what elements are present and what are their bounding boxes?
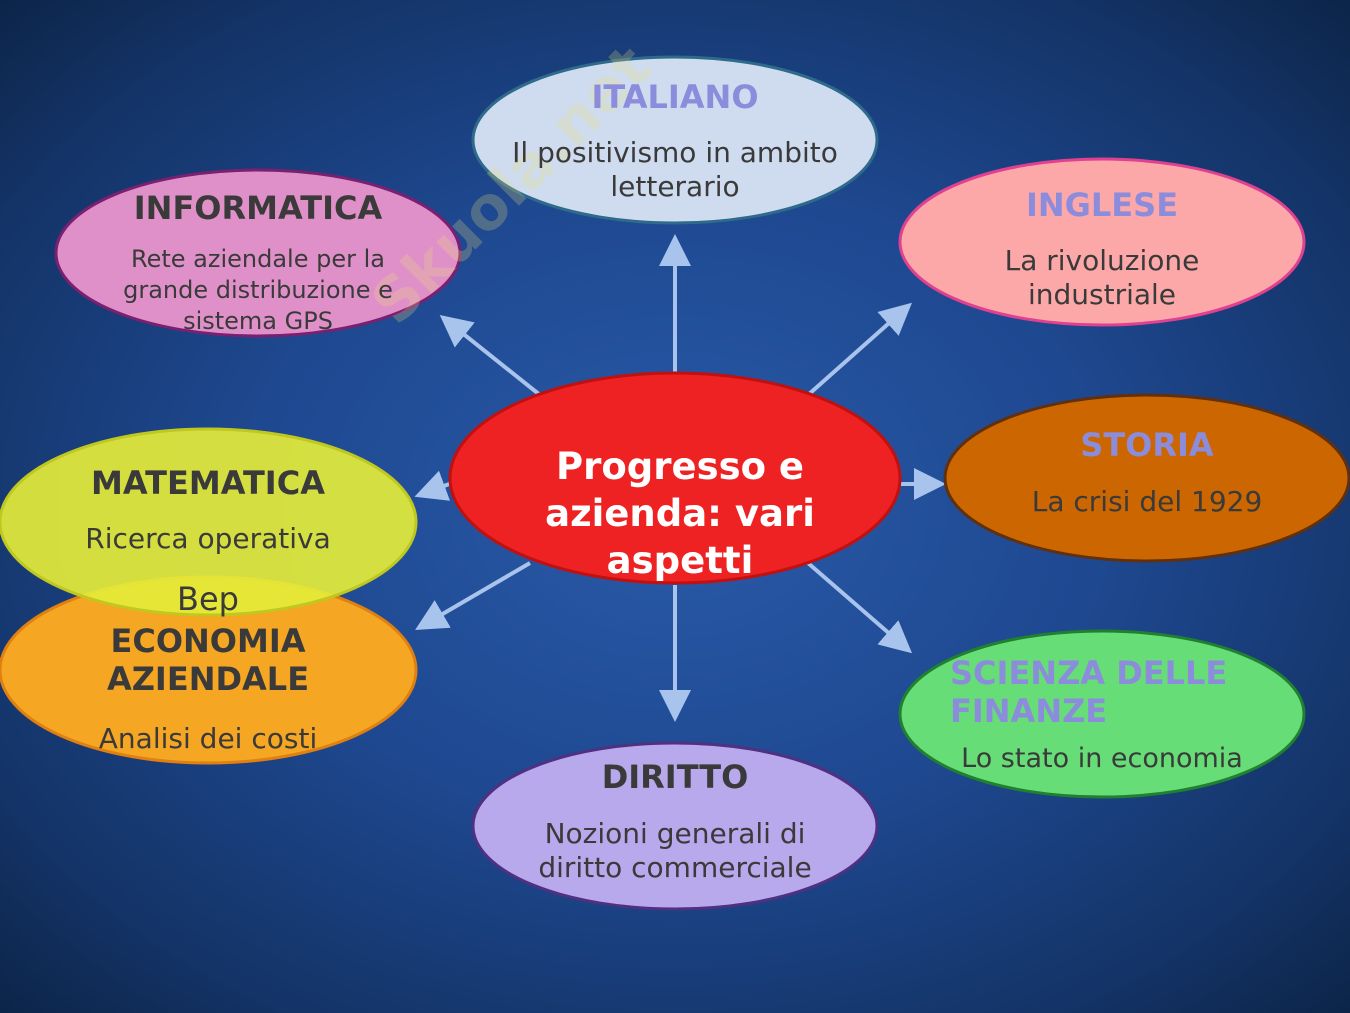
node-storia [943, 393, 1350, 563]
node-center [448, 371, 902, 585]
inglese-title: INGLESE [1025, 186, 1179, 224]
italiano-text: Il positivismo in ambito letterario [512, 136, 838, 203]
diritto-title: DIRITTO [601, 758, 749, 796]
storia-text: La crisi del 1929 [1031, 485, 1263, 518]
node-matematica [0, 427, 418, 617]
diritto-text: Nozioni generali di diritto commerciale [538, 817, 812, 884]
scienza-title: SCIENZA DELLE FINANZE [950, 654, 1228, 731]
arrow-scienza [806, 561, 913, 654]
matematica-title: MATEMATICA [91, 464, 325, 502]
matematica-extra: Bep [177, 580, 239, 618]
economia-title: ECONOMIA AZIENDALE [106, 622, 310, 699]
matematica-text: Ricerca operativa [85, 522, 331, 555]
economia-text: Analisi dei costi [98, 722, 318, 755]
arrow-informatica [439, 315, 542, 397]
node-inglese [898, 157, 1306, 327]
arrow-matematica [414, 470, 453, 501]
node-diritto [471, 741, 879, 911]
inglese-text: La rivoluzione industriale [1004, 244, 1200, 311]
informatica-title: INFORMATICA [133, 189, 383, 227]
scienza-text: Lo stato in economia [961, 743, 1243, 774]
arrow-inglese [806, 302, 912, 397]
storia-title: STORIA [1080, 426, 1214, 464]
center-title: Progresso e azienda: vari aspetti [545, 445, 815, 582]
node-informatica [54, 168, 462, 338]
node-italiano [471, 55, 879, 225]
italiano-title: ITALIANO [591, 78, 759, 116]
arrow-economia [415, 561, 532, 631]
node-scienza [898, 629, 1306, 799]
informatica-text: Rete aziendale per la grande distribuzio… [123, 245, 393, 336]
